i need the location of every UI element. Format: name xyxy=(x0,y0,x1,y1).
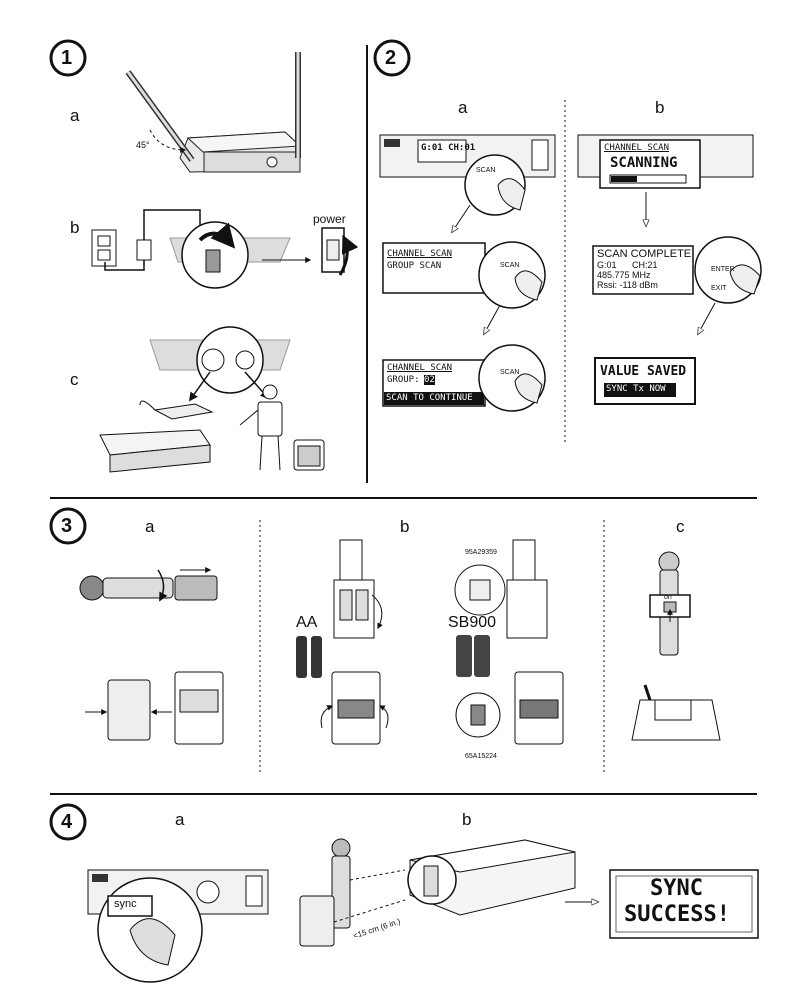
step-4-number: 4 xyxy=(61,811,73,833)
lcd5-line1: VALUE SAVED xyxy=(600,364,687,379)
power-label: power xyxy=(313,212,346,226)
scan-button-lcd2: SCAN xyxy=(500,369,520,376)
lcd4-line1: SCAN COMPLETE xyxy=(597,248,692,260)
audio-connections xyxy=(99,326,325,473)
lcd2-line3: SCAN TO CONTINUE xyxy=(386,393,473,403)
lcd1-line1: CHANNEL SCAN xyxy=(387,249,453,259)
scan-button-lcd1: SCAN xyxy=(500,262,520,269)
receiver-with-antennas xyxy=(125,52,302,173)
label-4a: a xyxy=(175,810,185,829)
step-3-circle xyxy=(49,507,87,545)
battery-install-3b xyxy=(296,539,564,745)
lcd2-group-value: 02 xyxy=(424,375,435,385)
power-on-3c xyxy=(631,551,721,741)
sync-lcd-line2: SUCCESS! xyxy=(624,902,730,927)
label-3b: b xyxy=(400,517,410,536)
lcd-group-channel: G:01 CH:01 xyxy=(421,143,476,153)
handheld-transmitter-3a xyxy=(79,567,224,745)
lcd3-line2: SCANNING xyxy=(610,155,678,171)
lcd4-rssi: Rssi: -118 dBm xyxy=(597,280,658,290)
on-switch-label: on xyxy=(664,594,672,601)
angle-label: 45° xyxy=(136,140,150,150)
receiver-front-2a xyxy=(379,134,556,232)
label-3a: a xyxy=(145,517,155,536)
lcd2-group-label: GROUP: xyxy=(387,375,420,385)
lcd1-line2: GROUP SCAN xyxy=(387,261,442,271)
label-1b: b xyxy=(70,218,80,237)
step-1-circle xyxy=(49,39,87,77)
exit-button: EXIT xyxy=(711,285,727,292)
label-2b: b xyxy=(655,98,665,117)
receiver-front-2b xyxy=(577,134,762,405)
lcd2-line1: CHANNEL SCAN xyxy=(387,363,453,373)
label-1a: a xyxy=(70,106,80,125)
step-1-number: 1 xyxy=(61,47,73,69)
step-2-circle xyxy=(373,39,411,77)
step-3-number: 3 xyxy=(61,515,73,537)
label-3c: c xyxy=(676,517,685,536)
scan-button-2a: SCAN xyxy=(476,167,496,174)
sync-lcd-line1: SYNC xyxy=(650,876,703,901)
power-connection xyxy=(91,209,359,289)
step-2-number: 2 xyxy=(385,47,397,69)
label-2a: a xyxy=(458,98,468,117)
lcd5-line2: SYNC Tx NOW xyxy=(606,384,666,394)
part-number-1: 95A29359 xyxy=(465,549,497,556)
lcd4-channel: CH:21 xyxy=(632,260,658,270)
battery-sb900-label: SB900 xyxy=(448,614,497,631)
enter-button: ENTER xyxy=(711,266,735,273)
part-number-2: 65A15224 xyxy=(465,753,497,760)
battery-aa-label: AA xyxy=(296,614,318,631)
label-1c: c xyxy=(70,370,79,389)
step-4-circle xyxy=(49,803,87,841)
sync-button: sync xyxy=(114,898,137,910)
receiver-sync-4a xyxy=(87,869,269,983)
lcd-menu-2a xyxy=(382,241,546,412)
lcd4-frequency: 485.775 MHz xyxy=(597,270,651,280)
lcd4-group: G:01 xyxy=(597,260,617,270)
transmitters-to-receiver-4b xyxy=(299,838,759,947)
label-4b: b xyxy=(462,810,472,829)
lcd3-line1: CHANNEL SCAN xyxy=(604,143,670,153)
